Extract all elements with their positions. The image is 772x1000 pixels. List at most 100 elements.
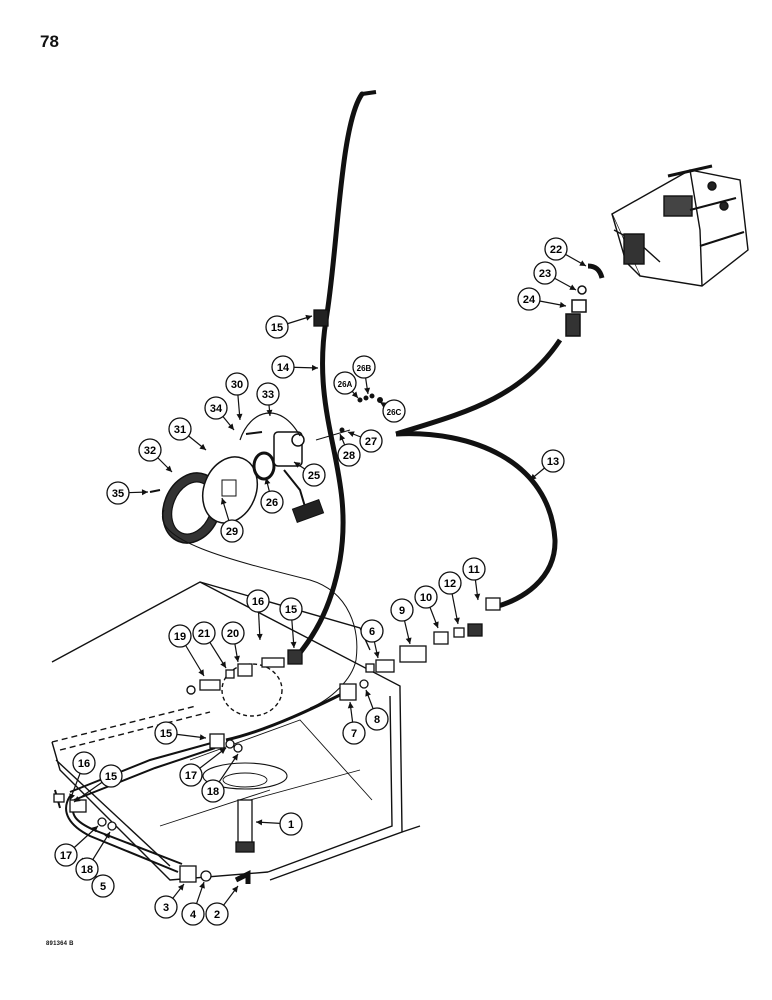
callout-circle [265,315,289,339]
callout-circle [168,417,192,441]
callout-circle [225,372,249,396]
callout-c12: 12 [438,571,462,625]
callout-label: 1 [288,819,294,831]
callout-c4: 4 [181,881,205,926]
callout-arrowhead [351,391,358,398]
callout-circle [138,438,162,462]
callout-c7: 7 [342,701,366,745]
fuel-lines [54,90,563,873]
callout-label: 22 [550,244,562,256]
callout-label: 21 [198,628,210,640]
callout-label: 3 [163,902,169,914]
callout-c30: 30 [225,372,249,421]
callout-label: 15 [285,604,297,616]
callout-circle [438,571,462,595]
callout-arrowhead [348,431,355,437]
callout-circle [260,490,284,514]
callout-arrowhead [569,284,576,290]
callout-arrowhead [264,478,271,485]
callout-arrowhead [373,651,380,658]
callout-label: 27 [365,436,377,448]
callout-c16a: 16 [246,589,270,641]
callout-label: 6 [369,626,375,638]
callout-label: 14 [277,362,290,374]
callout-c27: 27 [347,429,383,453]
callout-label: 33 [262,389,274,401]
callout-arrowhead [453,617,460,624]
callout-arrowhead [380,402,387,408]
callout-arrowhead [199,734,206,741]
callout-circle [544,237,568,261]
callout-circle [279,812,303,836]
callout-c29: 29 [220,497,244,543]
tank-fittings [53,309,501,884]
callout-circle [359,429,383,453]
callout-c19: 19 [168,624,205,677]
callout-circle [91,874,115,898]
callout-circle [462,557,486,581]
callout-circle [533,261,557,285]
callout-arrowhead [256,633,263,640]
callout-c26a: 26A [333,371,359,399]
callout-arrowhead [141,489,148,496]
callout-label: 16 [78,758,90,770]
callout-circle [75,857,99,881]
callout-arrowhead [91,826,98,833]
callout-c2: 2 [205,885,239,926]
pump-inlet-fittings [565,263,605,337]
callout-c22: 22 [544,237,587,267]
callout-c14: 14 [271,355,319,379]
callout-c18a: 18 [201,753,239,803]
callout-label: 34 [210,403,223,415]
callout-arrowhead [559,301,566,308]
callout-arrowhead [305,314,312,321]
callout-c17b: 17 [54,825,99,867]
callout-label: 8 [374,714,380,726]
callout-circle [168,624,192,648]
callout-label: 29 [226,526,238,538]
callout-label: 7 [351,728,357,740]
callout-circle [154,895,178,919]
callout-arrowhead [227,423,234,430]
callout-arrowhead [198,669,204,676]
callout-arrowhead [294,462,301,468]
callout-arrowhead [433,621,439,628]
callout-label: 18 [207,786,219,798]
callout-arrowhead [339,434,346,441]
callout-c6: 6 [360,619,384,659]
callout-label: 4 [190,909,197,921]
callout-label: 17 [185,770,197,782]
callout-label: 25 [308,470,320,482]
callout-layer: 1234567891011121314151515151616171718181… [54,237,587,926]
callout-c9: 9 [390,598,414,645]
callout-circle [246,589,270,613]
callout-circle [72,751,96,775]
callout-label: 26A [338,380,353,389]
callout-c35: 35 [106,481,149,505]
callout-c21: 21 [192,621,227,669]
callout-label: 26B [357,364,372,373]
callout-c34: 34 [204,396,235,431]
callout-arrowhead [347,702,354,709]
callout-c32: 32 [138,438,173,473]
callout-label: 31 [174,424,186,436]
callout-label: 2 [214,909,220,921]
callout-circle [106,481,130,505]
callout-circle [382,399,406,423]
callout-arrowhead [579,260,586,266]
callout-arrowhead [236,413,243,420]
callout-c26c: 26C [379,399,406,423]
callout-circle [205,902,229,926]
callout-circle [337,443,361,467]
callout-circle [390,598,414,622]
callout-c16b: 16 [69,751,96,801]
callout-c25: 25 [293,461,326,487]
callout-c20: 20 [221,621,245,663]
callout-c13: 13 [529,449,565,481]
callout-arrowhead [219,748,226,755]
callout-circle [333,371,357,395]
callout-label: 10 [420,592,432,604]
callout-arrowhead [365,690,371,697]
callout-arrowhead [530,473,537,480]
